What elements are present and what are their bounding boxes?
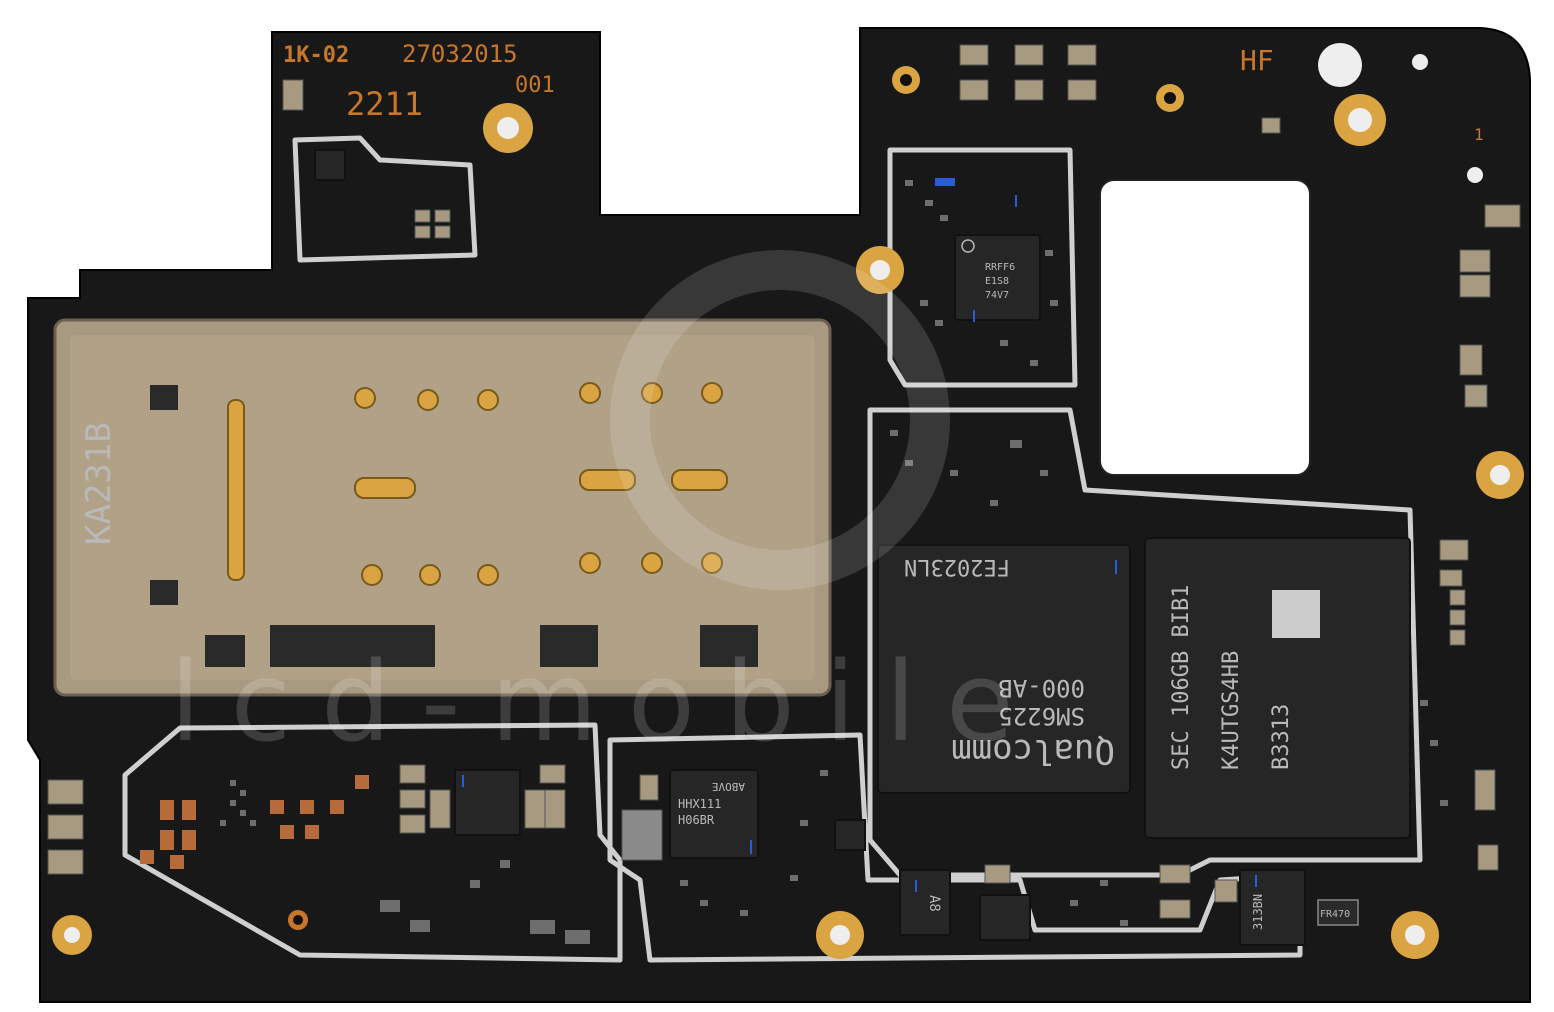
shield-trace-bottom-left bbox=[122, 722, 623, 963]
rf-chip-line3: 74V7 bbox=[985, 290, 1009, 301]
shield-trace-top-left bbox=[292, 135, 478, 263]
silk-board-code: 1K-02 bbox=[283, 43, 349, 68]
ic-313-chip bbox=[1239, 869, 1306, 946]
chip-top-left bbox=[314, 149, 346, 181]
sim-tray-inner bbox=[70, 335, 815, 680]
mount-hole bbox=[1412, 54, 1428, 70]
copper-pads bbox=[140, 775, 369, 869]
tiny-smd-parts bbox=[220, 180, 1448, 944]
blue-marker-dots bbox=[462, 178, 1257, 892]
board-cutout bbox=[1099, 179, 1311, 476]
mount-hole bbox=[1318, 43, 1362, 87]
bga-chip-bottom bbox=[979, 894, 1031, 941]
memory-line1: SEC 106GB BIB1 bbox=[1169, 585, 1194, 770]
bga-chip-tiny bbox=[834, 819, 866, 851]
a8-chip bbox=[899, 869, 951, 936]
pmic-line3: H06BR bbox=[678, 813, 715, 827]
silk-lot: 001 bbox=[515, 73, 555, 98]
silk-hf-mark: HF bbox=[1240, 44, 1274, 77]
shield-trace-main bbox=[867, 407, 1423, 878]
silk-page-mark: 1 bbox=[1474, 125, 1484, 144]
silk-serial: 27032015 bbox=[402, 40, 518, 68]
soc-line3: SM6225 bbox=[998, 702, 1085, 730]
pmic-line2: HHX111 bbox=[678, 797, 721, 811]
memory-chip bbox=[1144, 537, 1411, 839]
sim-gold-pins bbox=[227, 382, 728, 586]
fr-label: FR470 bbox=[1320, 909, 1350, 920]
ic-313-label: 313BN bbox=[1251, 894, 1265, 930]
memory-line2: K4UTGS4HB bbox=[1219, 651, 1244, 770]
soc-chip bbox=[877, 544, 1131, 794]
rf-transceiver-chip bbox=[954, 234, 1041, 321]
passive-components bbox=[47, 44, 1521, 919]
pmic-chip bbox=[669, 769, 759, 859]
memory-qr-code bbox=[1272, 590, 1320, 638]
bga-chip-left bbox=[454, 769, 521, 836]
pmic-line1: ABOVE bbox=[712, 780, 745, 793]
soc-line1: FE2023LN bbox=[904, 554, 1010, 579]
memory-line3: B3313 bbox=[1269, 704, 1294, 770]
rf-chip-line1: RRFF6 bbox=[985, 262, 1015, 273]
shield-trace-rf bbox=[887, 147, 1078, 388]
soc-line2: 000-AB bbox=[998, 674, 1085, 702]
rf-chip-line2: E1S8 bbox=[985, 276, 1009, 287]
watermark-text: lcd-mobile bbox=[170, 638, 1044, 766]
watermark-logo-icon bbox=[610, 250, 950, 590]
fr-component bbox=[1317, 899, 1359, 926]
soc-brand: Qualcomm bbox=[951, 731, 1115, 771]
silk-date-code: 2211 bbox=[346, 85, 423, 123]
mount-hole bbox=[1467, 167, 1483, 183]
qualcomm-q-icon bbox=[961, 239, 975, 253]
sim-tray-label: KA231B bbox=[79, 422, 119, 545]
mounting-holes bbox=[52, 43, 1524, 959]
a8-chip-label: A8 bbox=[926, 895, 942, 912]
sim-tray-slots bbox=[150, 385, 758, 667]
